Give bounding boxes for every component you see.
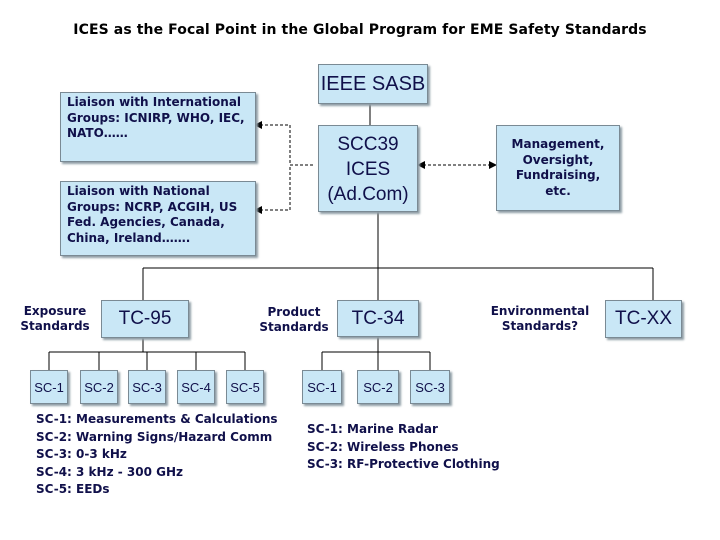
legend-item: SC-1: Measurements & Calculations	[36, 412, 278, 426]
scc39-box[interactable]: SCC39 ICES (Ad.Com)	[318, 125, 418, 212]
liaison-national-arrow	[254, 165, 291, 214]
ieee-sasb-label: IEEE SASB	[320, 72, 426, 95]
liaison-national-box[interactable]: Liaison with National Groups: NCRP, ACGI…	[60, 181, 256, 256]
tc34-box[interactable]: TC-34	[337, 300, 419, 337]
legend-item: SC-4: 3 kHz - 300 GHz	[36, 464, 184, 479]
ices-label: ICES	[345, 159, 391, 180]
tc95-sc3-box[interactable]: SC-3	[128, 370, 166, 404]
scc39-label: SCC39	[337, 134, 399, 155]
tc95-sc2-box[interactable]: SC-2	[80, 370, 118, 404]
liaison-international-text: Liaison with International Groups: ICNIR…	[67, 95, 245, 140]
tc95-sc4-box[interactable]: SC-4	[177, 370, 215, 404]
tc34-sc3-box[interactable]: SC-3	[410, 370, 450, 404]
exposure-standards-label: Exposure Standards	[20, 303, 90, 334]
legend-item: SC-3: RF-Protective Clothing	[307, 457, 500, 471]
tc95-sc5-box[interactable]: SC-5	[226, 370, 264, 404]
legend-item: SC-2: Warning Signs/Hazard Comm	[36, 429, 273, 444]
tc95-legend: SC-1: Measurements & Calculations SC-2: …	[36, 411, 278, 499]
liaison-international-arrow	[254, 121, 315, 166]
tc34-sc1-box[interactable]: SC-1	[302, 370, 342, 404]
tc34-label: TC-34	[351, 307, 405, 329]
legend-item: SC-5: EEDs	[36, 482, 110, 496]
adcom-label: (Ad.Com)	[327, 184, 409, 205]
tcxx-label: TC-XX	[615, 308, 672, 329]
legend-item: SC-3: 0-3 kHz	[36, 447, 127, 461]
legend-item: SC-2: Wireless Phones	[307, 439, 459, 454]
liaison-international-box[interactable]: Liaison with International Groups: ICNIR…	[60, 92, 256, 162]
tc95-label: TC-95	[118, 308, 172, 329]
management-text: Management, Oversight, Fundraising, etc.	[511, 137, 605, 198]
product-standards-label: Product Standards	[259, 304, 329, 335]
tcxx-box[interactable]: TC-XX	[605, 300, 682, 338]
tc34-legend: SC-1: Marine Radar SC-2: Wireless Phones…	[307, 421, 500, 474]
tc34-sc2-box[interactable]: SC-2	[357, 370, 399, 404]
tc95-sc1-box[interactable]: SC-1	[30, 370, 68, 404]
liaison-national-text: Liaison with National Groups: NCRP, ACGI…	[67, 184, 238, 245]
tc95-box[interactable]: TC-95	[101, 300, 189, 338]
ieee-sasb-box[interactable]: IEEE SASB	[318, 64, 428, 104]
legend-item: SC-1: Marine Radar	[307, 422, 438, 436]
page-title: ICES as the Focal Point in the Global Pr…	[73, 22, 647, 38]
management-box[interactable]: Management, Oversight, Fundraising, etc.	[496, 125, 620, 211]
environmental-standards-label: Environmental Standards?	[490, 303, 590, 334]
